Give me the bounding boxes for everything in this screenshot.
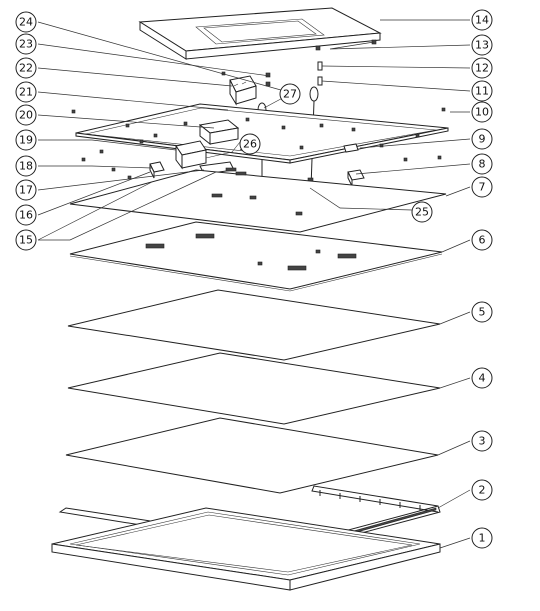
leader-lines: [37, 19, 471, 549]
callout-label-14: 14: [475, 14, 489, 27]
callout-15: 15: [15, 229, 37, 251]
callout-label-22: 22: [19, 62, 33, 75]
callout-label-17: 17: [19, 184, 33, 197]
callout-label-4: 4: [479, 372, 486, 385]
sheet-5: [67, 289, 441, 361]
callout-9: 9: [471, 128, 493, 150]
callout-14: 14: [471, 9, 493, 31]
driver-box: [175, 119, 241, 170]
sheet-3: [65, 417, 439, 494]
callout-label-21: 21: [19, 86, 33, 99]
callout-label-25: 25: [415, 206, 429, 219]
callout-18: 18: [15, 155, 37, 177]
callout-label-13: 13: [475, 39, 489, 52]
callout-label-12: 12: [475, 62, 489, 75]
callout-4: 4: [471, 367, 493, 389]
front-frame: [51, 507, 441, 591]
callout-6: 6: [471, 229, 493, 251]
callout-label-16: 16: [19, 209, 33, 222]
callout-23: 23: [15, 33, 37, 55]
callout-label-2: 2: [479, 484, 486, 497]
callout-label-8: 8: [479, 158, 486, 171]
callout-label-18: 18: [19, 160, 33, 173]
callout-10: 10: [471, 101, 493, 123]
callout-2: 2: [471, 479, 493, 501]
callout-label-3: 3: [479, 435, 486, 448]
callout-label-15: 15: [19, 234, 33, 247]
callout-16: 16: [15, 204, 37, 226]
callout-label-6: 6: [479, 234, 486, 247]
back-frame-plate: [75, 103, 449, 164]
sheet-4: [67, 352, 441, 425]
support-sheet: [69, 221, 443, 292]
callout-label-23: 23: [19, 38, 33, 51]
callout-label-10: 10: [475, 106, 489, 119]
callout-label-1: 1: [479, 532, 486, 545]
callout-8: 8: [471, 153, 493, 175]
callout-12: 12: [471, 57, 493, 79]
callout-5: 5: [471, 301, 493, 323]
callout-13: 13: [471, 34, 493, 56]
callout-22: 22: [15, 57, 37, 79]
callout-label-9: 9: [479, 133, 486, 146]
callout-27: 27: [279, 83, 301, 105]
callout-7: 7: [471, 176, 493, 198]
callout-21: 21: [15, 81, 37, 103]
callout-11: 11: [471, 80, 493, 102]
callout-label-19: 19: [19, 134, 33, 147]
callout-19: 19: [15, 129, 37, 151]
callout-25: 25: [411, 201, 433, 223]
callout-label-26: 26: [243, 138, 257, 151]
callout-17: 17: [15, 179, 37, 201]
callout-24: 24: [15, 11, 37, 33]
callout-label-7: 7: [479, 181, 486, 194]
driver-mount-bracket: [229, 75, 257, 106]
callout-label-5: 5: [479, 306, 486, 319]
back-plate: [69, 167, 447, 233]
callout-20: 20: [15, 104, 37, 126]
screws: [71, 71, 446, 180]
callout-label-27: 27: [283, 88, 297, 101]
callout-label-20: 20: [19, 109, 33, 122]
callout-3: 3: [471, 430, 493, 452]
callout-label-24: 24: [19, 16, 33, 29]
callout-26: 26: [239, 133, 261, 155]
top-cover: [138, 7, 382, 60]
callout-label-11: 11: [475, 85, 489, 98]
callout-1: 1: [471, 527, 493, 549]
